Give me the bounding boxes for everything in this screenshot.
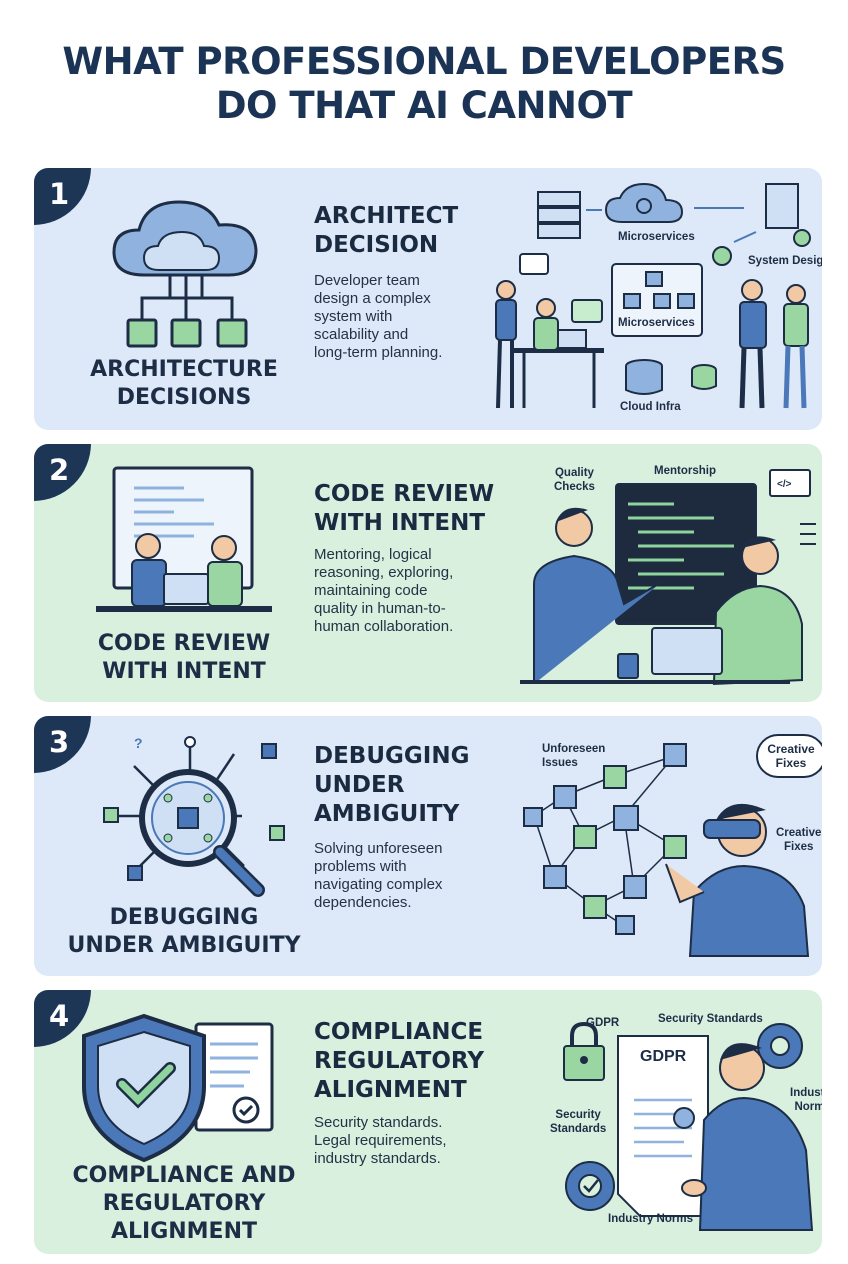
label-gdpr-tag: GDPR bbox=[586, 1017, 620, 1029]
label-cloud-infra: Cloud Infra bbox=[620, 401, 681, 413]
magnifier-network-icon bbox=[103, 736, 285, 897]
card-architecture-decisions: 1 ARCHITECTURE DECISIONS ARCHITECT DECIS… bbox=[34, 168, 822, 430]
compliance-illustration: GDPR Security Standards GDPR Security St… bbox=[494, 990, 822, 1254]
label-industry-norms-right: Industry Norms bbox=[790, 1087, 822, 1113]
label-mentorship: Mentorship bbox=[654, 465, 716, 477]
label-security-standards-top: Security Standards bbox=[658, 1013, 763, 1025]
card-description: Solving unforeseen problems with navigat… bbox=[314, 840, 443, 911]
label-system-design: System Design bbox=[748, 255, 822, 267]
code-review-scene-graphic bbox=[520, 469, 816, 686]
card-heading: CODE REVIEW WITH INTENT bbox=[314, 481, 495, 536]
debugging-scene-graphic bbox=[523, 743, 810, 957]
card-caption: COMPLIANCE AND REGULATORY ALIGNMENT bbox=[72, 1163, 296, 1244]
title-line-2: DO THAT AI CANNOT bbox=[215, 84, 633, 127]
card-caption: CODE REVIEW WITH INTENT bbox=[97, 631, 271, 684]
label-security-standards-left: Security Standards bbox=[550, 1109, 607, 1135]
creative-fixes-thought-bubble: Creative Fixes bbox=[756, 734, 822, 778]
card-heading: COMPLIANCE REGULATORY ALIGNMENT bbox=[314, 1019, 484, 1103]
card-caption: DEBUGGING UNDER AMBIGUITY bbox=[67, 905, 301, 958]
card-code-review: 2 CODE REVIEW WITH INTENT CODE REVIEW WI… bbox=[34, 444, 822, 702]
card-heading: DEBUGGING UNDER AMBIGUITY bbox=[314, 743, 470, 827]
pair-programming-icon bbox=[96, 466, 272, 612]
shield-check-icon bbox=[82, 1013, 274, 1163]
compliance-scene-graphic bbox=[563, 1021, 814, 1231]
code-review-illustration: Quality Checks Mentorship </> bbox=[494, 444, 822, 702]
card-description: Developer team design a complex system w… bbox=[314, 272, 443, 361]
title-line-1: WHAT PROFESSIONAL DEVELOPERS bbox=[62, 40, 786, 83]
label-unforeseen-issues: Unforeseen Issues bbox=[542, 743, 606, 769]
server-rack-icon bbox=[537, 191, 581, 239]
card-caption: ARCHITECTURE DECISIONS bbox=[90, 357, 278, 410]
architecture-team-illustration: Microservices System Design Microservice… bbox=[494, 168, 822, 430]
code-tag-icon: </> bbox=[777, 479, 792, 490]
card-heading: ARCHITECT DECISION bbox=[314, 203, 459, 258]
question-mark-icon: ? bbox=[134, 735, 143, 751]
label-creative-fixes: Creative Fixes bbox=[776, 827, 822, 853]
debugging-illustration: Unforeseen Issues Creative Fixes Creativ… bbox=[494, 716, 822, 976]
label-quality-checks: Quality Checks bbox=[554, 467, 595, 493]
card-debugging: 3 ? DEBUGGING UNDER AMBIGUITY DEBUGGING … bbox=[34, 716, 822, 976]
label-gdpr-document: GDPR bbox=[640, 1048, 687, 1065]
card-description: Security standards. Legal requirements, … bbox=[314, 1114, 447, 1167]
number-badge: 1 bbox=[34, 168, 91, 225]
label-microservices-top: Microservices bbox=[618, 231, 695, 243]
label-industry-norms-bottom: Industry Norms bbox=[608, 1213, 693, 1225]
card-description: Mentoring, logical reasoning, exploring,… bbox=[314, 546, 454, 635]
cloud-network-icon bbox=[112, 200, 258, 348]
card-compliance: 4 COMPLIANCE AND REGULATORY ALIGNMENT CO… bbox=[34, 990, 822, 1254]
architecture-scene-graphic bbox=[495, 182, 811, 409]
page-title: WHAT PROFESSIONAL DEVELOPERS DO THAT AI … bbox=[0, 40, 848, 128]
label-microservices-box: Microservices bbox=[618, 317, 695, 329]
